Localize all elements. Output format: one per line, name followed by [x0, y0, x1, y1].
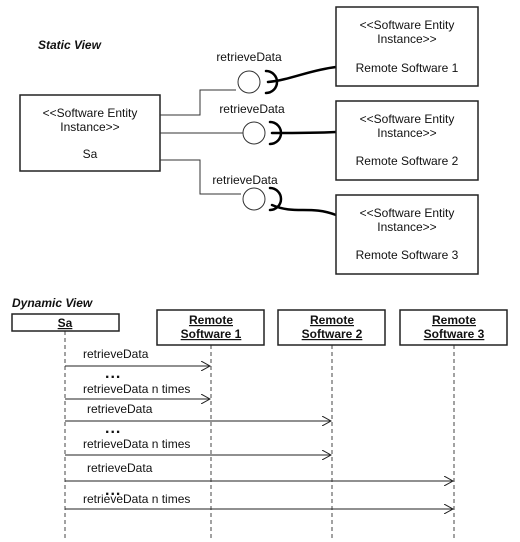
sa-stereotype-line2: Instance>>	[60, 120, 119, 134]
socket-3	[268, 186, 283, 212]
participant-remote-1-line1: Remote	[189, 313, 233, 327]
participant-sa: Sa	[11, 313, 120, 332]
sa-component: <<Software Entity Instance>> Sa	[19, 94, 161, 172]
participant-remote-1: Remote Software 1	[156, 309, 265, 346]
interface-label-2: retrieveData	[219, 102, 285, 116]
sa-stereotype-line1: <<Software Entity	[43, 106, 138, 120]
message-1-label: retrieveData	[83, 347, 149, 361]
message-6-label: retrieveData n times	[83, 492, 190, 506]
ellipsis-1: ...	[105, 365, 121, 382]
ellipsis-2: ...	[105, 420, 121, 437]
lollipop-3	[242, 187, 266, 211]
participant-sa-label: Sa	[58, 316, 73, 330]
participant-remote-2-line2: Software 2	[302, 327, 363, 341]
message-5-label: retrieveData	[87, 461, 153, 475]
remote-3-stereotype-line2: Instance>>	[377, 220, 436, 234]
remote-1-name: Remote Software 1	[356, 61, 459, 75]
sa-wires	[160, 89, 244, 195]
message-6: retrieveData n times	[65, 492, 453, 509]
participant-remote-1-line2: Software 1	[181, 327, 242, 341]
message-2: retrieveData n times	[65, 382, 210, 399]
remote-1-stereotype-line2: Instance>>	[377, 32, 436, 46]
message-3: retrieveData	[65, 402, 331, 421]
ellipsis-3: ...	[105, 482, 121, 499]
message-4: retrieveData n times	[65, 437, 331, 455]
message-2-label: retrieveData n times	[83, 382, 190, 396]
remote-1-stereotype-line1: <<Software Entity	[360, 18, 455, 32]
sa-name: Sa	[83, 147, 98, 161]
interface-label-1: retrieveData	[216, 50, 282, 64]
message-5: retrieveData	[65, 461, 453, 481]
message-3-label: retrieveData	[87, 402, 153, 416]
participant-remote-3: Remote Software 3	[399, 309, 508, 346]
participant-remote-3-line1: Remote	[432, 313, 476, 327]
participant-remote-3-line2: Software 3	[424, 327, 485, 341]
remote-2-stereotype-line1: <<Software Entity	[360, 112, 455, 126]
dynamic-view-title: Dynamic View	[12, 296, 93, 310]
lollipop-2	[242, 121, 266, 145]
participant-remote-2: Remote Software 2	[277, 309, 386, 346]
remote-2-stereotype-line2: Instance>>	[377, 126, 436, 140]
remote-2-name: Remote Software 2	[356, 154, 459, 168]
message-1: retrieveData	[65, 347, 210, 366]
remote-component-1: <<Software Entity Instance>> Remote Soft…	[335, 6, 479, 87]
socket-1	[264, 69, 279, 95]
lollipop-1	[237, 70, 261, 94]
remote-component-3: <<Software Entity Instance>> Remote Soft…	[335, 194, 479, 275]
interface-label-3: retrieveData	[212, 173, 278, 187]
participant-remote-2-line1: Remote	[310, 313, 354, 327]
interface-remote-3: retrieveData	[212, 173, 338, 217]
remote-3-stereotype-line1: <<Software Entity	[360, 206, 455, 220]
message-4-label: retrieveData n times	[83, 437, 190, 451]
interface-remote-2: retrieveData	[219, 102, 338, 146]
interface-remote-1: retrieveData	[216, 50, 338, 95]
remote-component-2: <<Software Entity Instance>> Remote Soft…	[335, 100, 479, 181]
static-view-title: Static View	[38, 38, 102, 52]
remote-3-name: Remote Software 3	[356, 248, 459, 262]
lifelines	[64, 331, 455, 540]
